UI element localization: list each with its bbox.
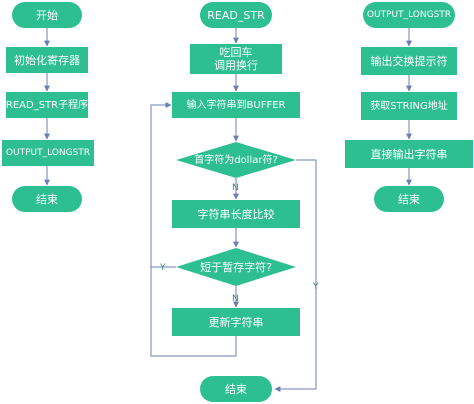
middle-end-label: 结束 <box>225 382 247 396</box>
left-step2-box <box>6 92 88 118</box>
middle-step3-label: 字符串长度比较 <box>197 207 275 221</box>
left-end-terminal <box>12 186 82 212</box>
right-step1-box <box>361 47 457 75</box>
middle-step2-box <box>172 92 300 118</box>
left-flow <box>2 2 94 212</box>
right-end-terminal <box>374 186 444 212</box>
decision1-no-label: N <box>232 183 239 193</box>
middle-step1-box <box>190 44 282 74</box>
decision1-yes-label: Y <box>313 282 319 292</box>
middle-end-terminal <box>200 376 272 402</box>
middle-step1-label: 吃回车 调用换行 <box>190 44 282 74</box>
middle-start-label: READ_STR <box>207 8 265 22</box>
middle-step4-box <box>172 308 300 336</box>
right-step3-label: 直接输出字符串 <box>370 147 448 161</box>
right-step1-label: 输出交换提示符 <box>370 54 448 68</box>
right-end-label: 结束 <box>398 192 420 206</box>
right-step3-box <box>345 140 473 168</box>
middle-flow <box>150 2 317 402</box>
middle-step1-line1: 吃回车 <box>219 46 253 59</box>
right-flow <box>345 2 473 212</box>
left-step1-label: 初始化寄存器 <box>14 53 80 67</box>
left-start-label: 开始 <box>36 8 58 22</box>
left-start-terminal <box>12 2 82 28</box>
right-step2-label: 获取STRING地址 <box>370 100 448 112</box>
middle-decision1-yes-line <box>274 159 317 392</box>
middle-decision1-label: 首字符为dollar符? <box>194 154 278 166</box>
middle-decision1-diamond <box>176 142 296 178</box>
right-step2-box <box>361 92 457 120</box>
decision2-yes-label: Y <box>160 263 166 273</box>
right-start-label: OUTPUT_LONGSTR <box>366 9 452 20</box>
left-step3-label: OUTPUT_LONGSTR <box>5 147 91 158</box>
middle-step1-line2: 调用换行 <box>214 59 258 72</box>
left-end-label: 结束 <box>36 192 58 206</box>
middle-step3-box <box>172 200 300 228</box>
middle-loop-back <box>150 102 237 357</box>
middle-decision2-label: 短于暂存字符? <box>200 260 272 274</box>
left-step2-label: READ_STR子程序 <box>5 99 89 111</box>
middle-step4-label: 更新字符串 <box>208 315 264 329</box>
middle-step2-label: 输入字符串到BUFFER <box>186 99 286 111</box>
middle-start-terminal <box>200 2 272 28</box>
decision2-no-label: N <box>232 294 239 304</box>
right-start-terminal <box>363 2 455 28</box>
left-step1-box <box>6 47 88 73</box>
middle-decision2-diamond <box>176 248 296 286</box>
left-step3-box <box>2 140 94 166</box>
